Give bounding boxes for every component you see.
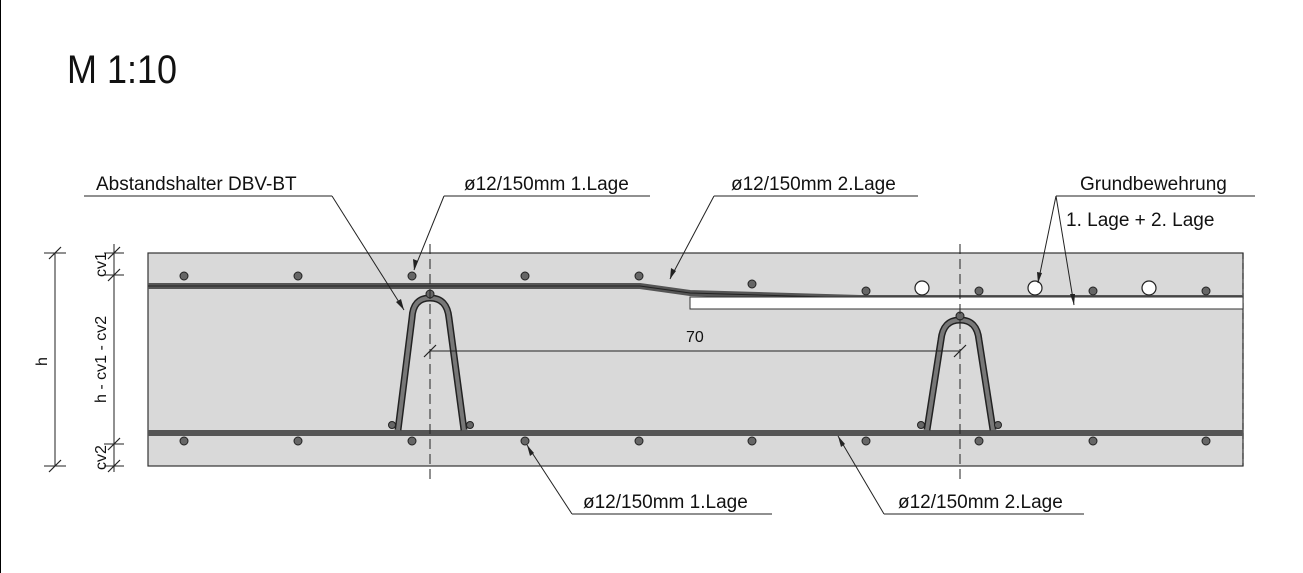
rebar-dot (293, 436, 303, 446)
base-rebar-circle (1027, 280, 1043, 296)
rebar-dot (1201, 286, 1211, 296)
arrowhead (527, 445, 534, 456)
dimension-tick (107, 459, 121, 473)
bottom-rebar-dots (179, 436, 1211, 446)
top-layer1-label: ø12/150mm 1.Lage (464, 174, 629, 195)
h-dimension-text: h (34, 357, 51, 366)
bottom-layer2-leader (837, 435, 885, 515)
rebar-dot (1088, 286, 1098, 296)
rebar-dot (1201, 436, 1211, 446)
base-reinf-leader (1055, 195, 1075, 306)
dimension-tick (107, 437, 121, 451)
spacer-right-foot-dot (994, 421, 1002, 429)
top-layer1-leader (413, 195, 445, 271)
rebar-dot (407, 436, 417, 446)
base-reinf-leader (1037, 195, 1057, 284)
rebar-dot (974, 436, 984, 446)
top-rebar-dots (179, 271, 1211, 296)
base-reinf-sublabel: 1. Lage + 2. Lage (1066, 210, 1214, 231)
spacer-label: Abstandshalter DBV-BT (96, 174, 297, 195)
rebar-dot (179, 271, 189, 281)
spacer-leader (331, 195, 405, 311)
rebar-dot (634, 271, 644, 281)
rebar-dot (179, 436, 189, 446)
rebar-dot (861, 436, 871, 446)
dimension-tick (107, 268, 121, 282)
base-rebar-circle (914, 280, 930, 296)
rebar-dot (407, 271, 417, 281)
base-reinforcement-mat (689, 296, 1244, 310)
dimension-tick (48, 246, 62, 260)
spacer-left-foot-dot (388, 421, 396, 429)
rebar-dot (520, 436, 530, 446)
spacing-dimension-text: 70 (686, 329, 704, 346)
arrowhead (838, 436, 845, 447)
arrowhead (670, 268, 676, 279)
dimension-tick (48, 459, 62, 473)
bottom-layer2-label: ø12/150mm 2.Lage (898, 492, 1063, 513)
rebar-dot (634, 436, 644, 446)
cv2-dimension-text: cv2 (93, 445, 110, 470)
rebar-dot (520, 271, 530, 281)
top-layer2-leader (669, 195, 715, 280)
arrowhead (1037, 272, 1042, 283)
arrowhead (1070, 294, 1075, 305)
base-reinforcement-circles (914, 280, 1157, 296)
spacer-right-foot-dot (917, 421, 925, 429)
dimension-tick (423, 344, 437, 358)
arrowhead (413, 259, 418, 270)
spacer-left-foot-dot (466, 421, 474, 429)
rebar-dot (747, 279, 757, 289)
rebar-dot (861, 286, 871, 296)
cv1-dimension-text: cv1 (93, 252, 110, 277)
bottom-layer1-leader (526, 444, 573, 515)
rebar-dot (293, 271, 303, 281)
base-rebar-circle (1141, 280, 1157, 296)
dimension-tick (107, 246, 121, 260)
bottom-layer1-label: ø12/150mm 1.Lage (583, 492, 748, 513)
rebar-dot (974, 286, 984, 296)
scale-title: M 1:10 (67, 48, 178, 92)
arrowhead (396, 299, 404, 310)
middle-dimension-text: h - cv1 - cv2 (93, 316, 110, 403)
dimension-tick (953, 344, 967, 358)
rebar-dot (747, 436, 757, 446)
rebar-dot (1088, 436, 1098, 446)
top-layer2-label: ø12/150mm 2.Lage (731, 174, 896, 195)
base-reinf-label: Grundbewehrung (1080, 174, 1227, 195)
